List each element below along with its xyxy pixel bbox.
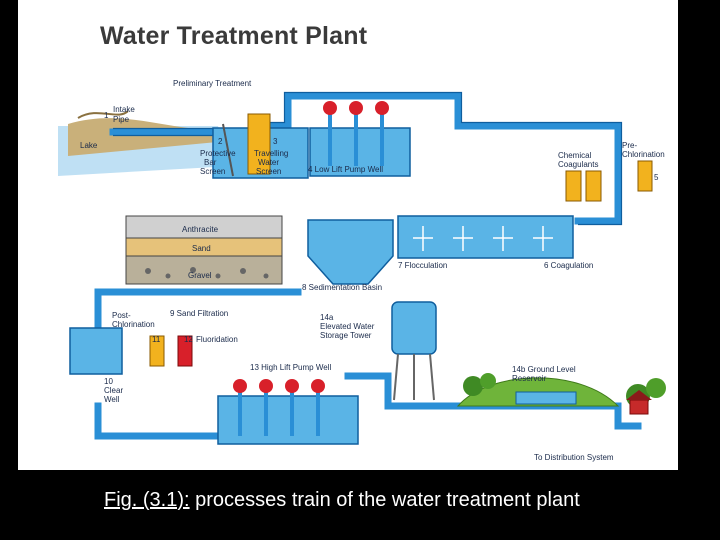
label-distribution: To Distribution System xyxy=(534,453,614,462)
low-lift-pump-well xyxy=(309,127,411,177)
label-low-lift-pump-well: 4 Low Lift Pump Well xyxy=(308,165,383,174)
pump-icon xyxy=(323,101,337,115)
fluoridation-tank xyxy=(177,335,193,367)
ground-level-reservoir xyxy=(515,391,577,405)
label-postchlorination-l2: Chlorination xyxy=(112,320,155,329)
pipe-outlines xyxy=(113,91,623,226)
label-lake: Lake xyxy=(80,141,98,150)
label-ground-level-l2: Reservoir xyxy=(512,374,547,383)
caption-text: processes train of the water treatment p… xyxy=(189,489,580,511)
label-intake-pipe: Pipe xyxy=(113,115,130,124)
label-coagulation: 6 Coagulation xyxy=(544,261,593,270)
sedimentation-basin xyxy=(307,219,394,285)
flocculation-paddles xyxy=(413,226,553,251)
tower-legs xyxy=(393,353,435,401)
main-supply-pipe xyxy=(264,92,622,225)
house-icon xyxy=(629,399,649,415)
label-screen-l3: Screen xyxy=(200,167,225,176)
high-lift-pumps xyxy=(233,379,325,436)
bar-screen xyxy=(222,123,234,177)
label-elevated-l3: Storage Tower xyxy=(320,331,372,340)
page-title: Water Treatment Plant xyxy=(100,22,368,50)
caption-figure-ref: Fig. (3.1): xyxy=(104,489,190,511)
pump-icon xyxy=(233,379,247,393)
label-high-lift-pump-well: 13 High Lift Pump Well xyxy=(250,363,331,372)
house-roof xyxy=(626,390,652,400)
label-travel-number: 3 xyxy=(273,137,278,146)
pump-icon xyxy=(349,101,363,115)
label-chemical: Chemical xyxy=(558,151,592,160)
label-screen-number: 2 xyxy=(218,137,223,146)
clear-well xyxy=(69,327,123,375)
shore-edge xyxy=(77,110,129,119)
low-lift-pumps xyxy=(323,101,389,166)
label-intake-number: 1 xyxy=(104,111,109,120)
label-fluoridation-number: 12 xyxy=(184,335,193,344)
elevated-storage-tower xyxy=(391,301,437,355)
label-intake: Intake xyxy=(113,105,135,114)
travelling-screen xyxy=(247,113,271,175)
lake-shore xyxy=(68,118,228,156)
label-preliminary-treatment: Preliminary Treatment xyxy=(173,79,252,88)
label-travel-l1: Travelling xyxy=(254,149,288,158)
label-flocculation: 7 Flocculation xyxy=(398,261,447,270)
gravel-stones xyxy=(145,267,269,279)
label-prechlorination-l1: Pre- xyxy=(622,141,637,150)
label-clearwell-l1: 10 xyxy=(104,377,113,386)
prechlorination-tank xyxy=(637,160,653,192)
label-anthracite: Anthracite xyxy=(182,225,219,234)
label-sand: Sand xyxy=(192,244,211,253)
label-clearwell-l3: Well xyxy=(104,395,120,404)
label-travel-l2: Water xyxy=(258,158,279,167)
label-ground-level-l1: 14b Ground Level xyxy=(512,365,576,374)
label-fluoridation: Fluoridation xyxy=(196,335,238,344)
label-travel-l3: Screen xyxy=(256,167,281,176)
flocculation-channel xyxy=(397,215,574,259)
clearwell-pipe xyxy=(94,402,232,440)
label-screen-l2: Bar xyxy=(204,158,217,167)
label-prechlorination-l2: Chlorination xyxy=(622,150,665,159)
figure-caption: Fig. (3.1): processes train of the water… xyxy=(104,487,664,513)
label-screen-l1: Protective xyxy=(200,149,236,158)
label-coagulants: Coagulants xyxy=(558,160,598,169)
pump-icon xyxy=(311,379,325,393)
treatment-diagram: Preliminary Treatment 1 Intake Pipe Lake… xyxy=(18,66,678,470)
coagulant-tank-1 xyxy=(565,170,582,202)
pump-icon xyxy=(259,379,273,393)
pump-icon xyxy=(285,379,299,393)
label-elevated-l1: 14a xyxy=(320,313,334,322)
label-sedimentation-basin: 8 Sedimentation Basin xyxy=(302,283,382,292)
gravel-layer xyxy=(125,255,283,285)
label-elevated-l2: Elevated Water xyxy=(320,322,375,331)
label-sand-filtration: 9 Sand Filtration xyxy=(170,309,228,318)
label-gravel: Gravel xyxy=(188,271,212,280)
label-clearwell-l2: Clear xyxy=(104,386,123,395)
label-prechlorination-number: 5 xyxy=(654,173,659,182)
pump-icon xyxy=(375,101,389,115)
post-chlorination-tank xyxy=(149,335,165,367)
label-post-number: 11 xyxy=(152,335,161,344)
coagulant-tank-2 xyxy=(585,170,602,202)
label-postchlorination-l1: Post- xyxy=(112,311,131,320)
